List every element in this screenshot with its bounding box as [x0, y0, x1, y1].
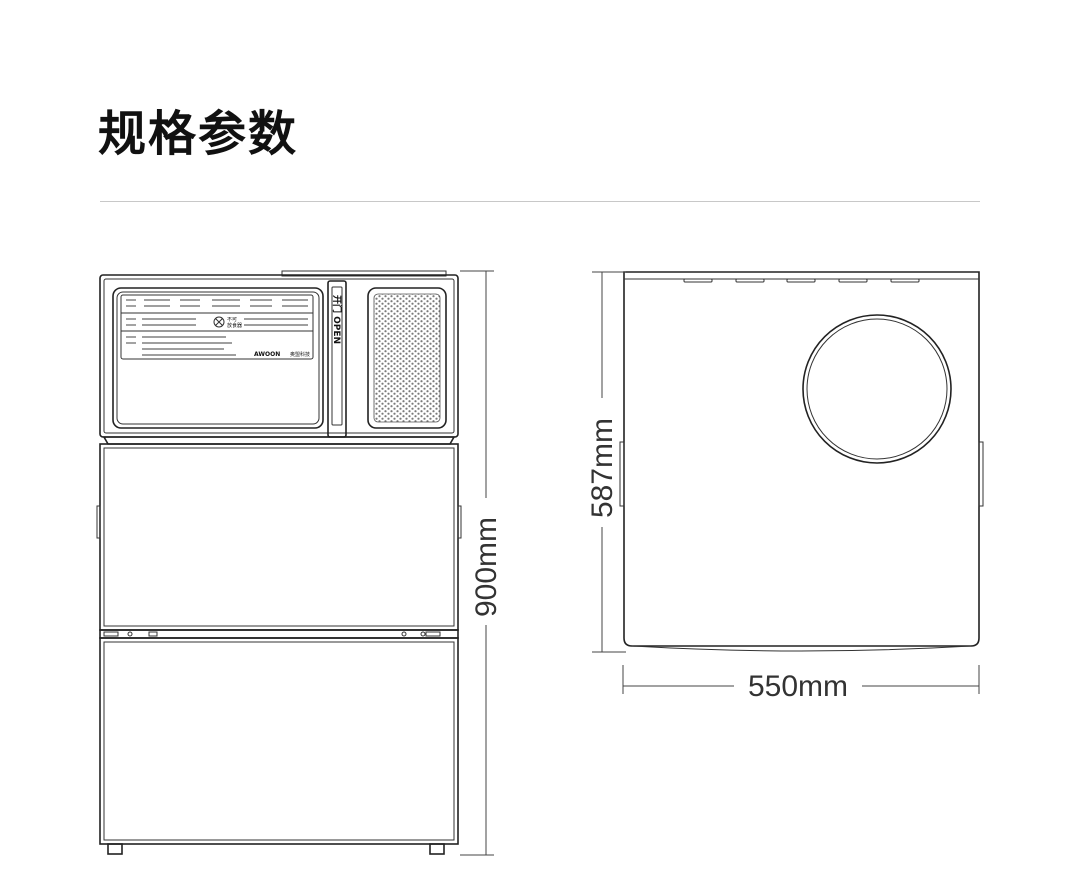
top-slot [838, 278, 868, 283]
top-slot [786, 278, 816, 283]
side-handle-right [978, 441, 984, 507]
side-porthole-inner [806, 318, 948, 460]
front-height-dimension: 900mm [460, 270, 503, 856]
no-symbol-icon [213, 316, 225, 328]
hinge-left [103, 631, 119, 637]
side-porthole-outer [802, 314, 952, 464]
hinge-latch [148, 631, 158, 637]
upper-unit-inner [103, 278, 455, 434]
vent-grille-frame [367, 287, 447, 429]
hinge-strip [99, 629, 459, 639]
front-view: 不可放食器 AWOON 奥盟科技 开门 OPEN [96, 270, 462, 855]
top-slot [735, 278, 765, 283]
middle-side-handle-right [457, 505, 462, 539]
side-view [619, 271, 984, 652]
top-slot [683, 278, 713, 283]
side-bottom-curve [631, 645, 972, 652]
header-divider [100, 201, 980, 202]
foot-left [107, 843, 123, 855]
door-glass-panel [112, 287, 324, 429]
page-title: 规格参数 [98, 106, 299, 162]
side-body [623, 271, 980, 647]
lower-cabinet [99, 637, 459, 845]
side-width-dimension: 550mm [622, 665, 980, 703]
front-height-label: 900mm [470, 517, 503, 617]
screw-icon [127, 631, 133, 637]
middle-cabinet [99, 443, 459, 631]
instruction-label: 不可放食器 AWOON 奥盟科技 [120, 294, 314, 360]
side-handle-left [619, 441, 625, 507]
door-glass-inner [116, 291, 320, 425]
middle-cabinet-inner [103, 447, 455, 627]
vent-grille [373, 293, 441, 423]
brand-logo: AWOON [254, 351, 280, 358]
hinge-right [425, 631, 441, 637]
door-open-label: 开门 OPEN [331, 295, 343, 344]
no-put-label: 不可放食器 [227, 317, 242, 329]
foot-right [429, 843, 445, 855]
door-handle-inner [331, 286, 343, 426]
screw-icon [420, 631, 426, 637]
side-height-dimension: 587mm [586, 271, 626, 653]
lower-cabinet-inner [103, 641, 455, 841]
label-frame [120, 294, 314, 360]
top-lid-strip [281, 270, 447, 277]
middle-side-handle-left [96, 505, 101, 539]
screw-icon [401, 631, 407, 637]
upper-unit-base [102, 436, 456, 445]
brand-cn: 奥盟科技 [290, 351, 310, 358]
top-slot [890, 278, 920, 283]
side-width-label: 550mm [748, 670, 848, 703]
side-height-label: 587mm [586, 418, 619, 518]
